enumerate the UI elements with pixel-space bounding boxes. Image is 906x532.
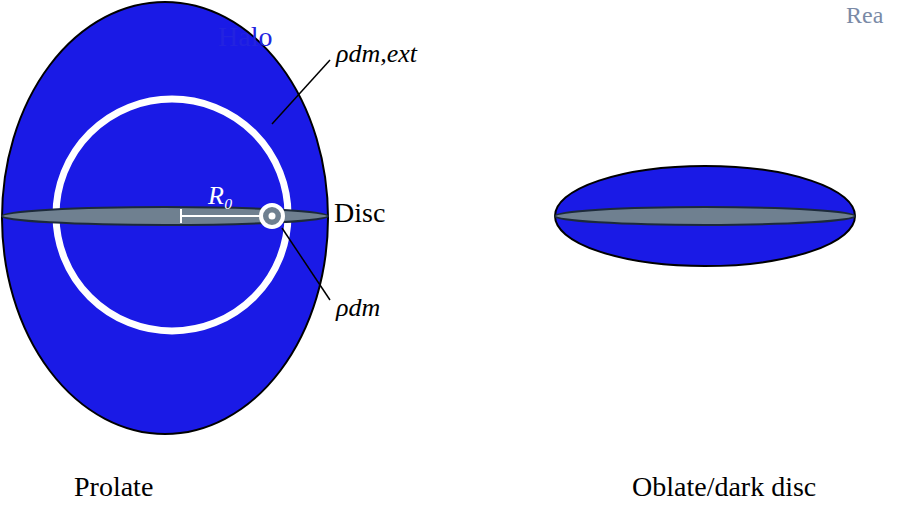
prolate-halo: [2, 2, 328, 434]
leader-line: [282, 228, 330, 300]
radius-label: R₀: [208, 182, 233, 211]
density-label: ρdm,ext: [336, 40, 417, 69]
disc: [555, 207, 855, 225]
radius-tick: [180, 209, 182, 223]
local-sphere: [261, 205, 283, 227]
density-label: ρdm: [336, 294, 380, 323]
corner-label: Rea: [846, 2, 883, 28]
caption-label: Prolate: [74, 472, 153, 503]
region-label: Halo: [218, 22, 272, 53]
oblate-halo: [555, 166, 855, 266]
caption-label: Oblate/dark disc: [632, 472, 816, 503]
local-point: [269, 213, 276, 220]
leader-line: [272, 60, 330, 124]
part-label: Disc: [334, 198, 385, 229]
radius-bar: [181, 215, 262, 217]
